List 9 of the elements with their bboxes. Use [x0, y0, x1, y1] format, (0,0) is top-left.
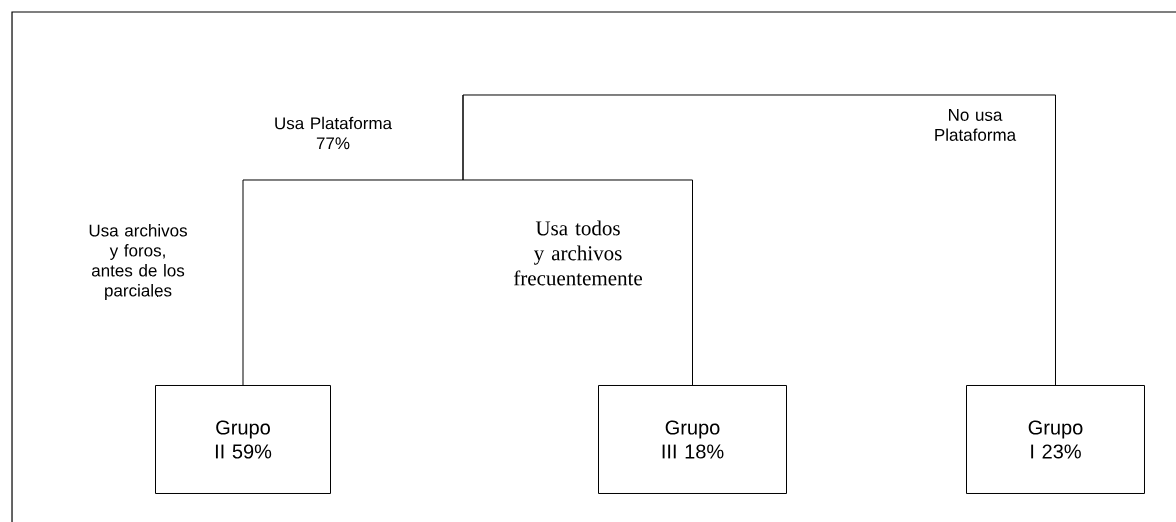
group-box: Grupo III 18%: [598, 385, 787, 494]
edge-label: No usa Plataforma: [935, 109, 1017, 141]
edge-label: Usa archivos y foros, antes de los parciales: [89, 224, 187, 300]
edge-label: Usa todos y archivos frecuentemente: [513, 220, 642, 286]
connector-line: [462, 94, 1056, 386]
group-box: Grupo II 59%: [155, 385, 331, 494]
group-box: Grupo I 23%: [966, 385, 1145, 494]
connector-line: [462, 94, 693, 386]
branch-label: Usa Plataforma 77%: [275, 116, 393, 150]
